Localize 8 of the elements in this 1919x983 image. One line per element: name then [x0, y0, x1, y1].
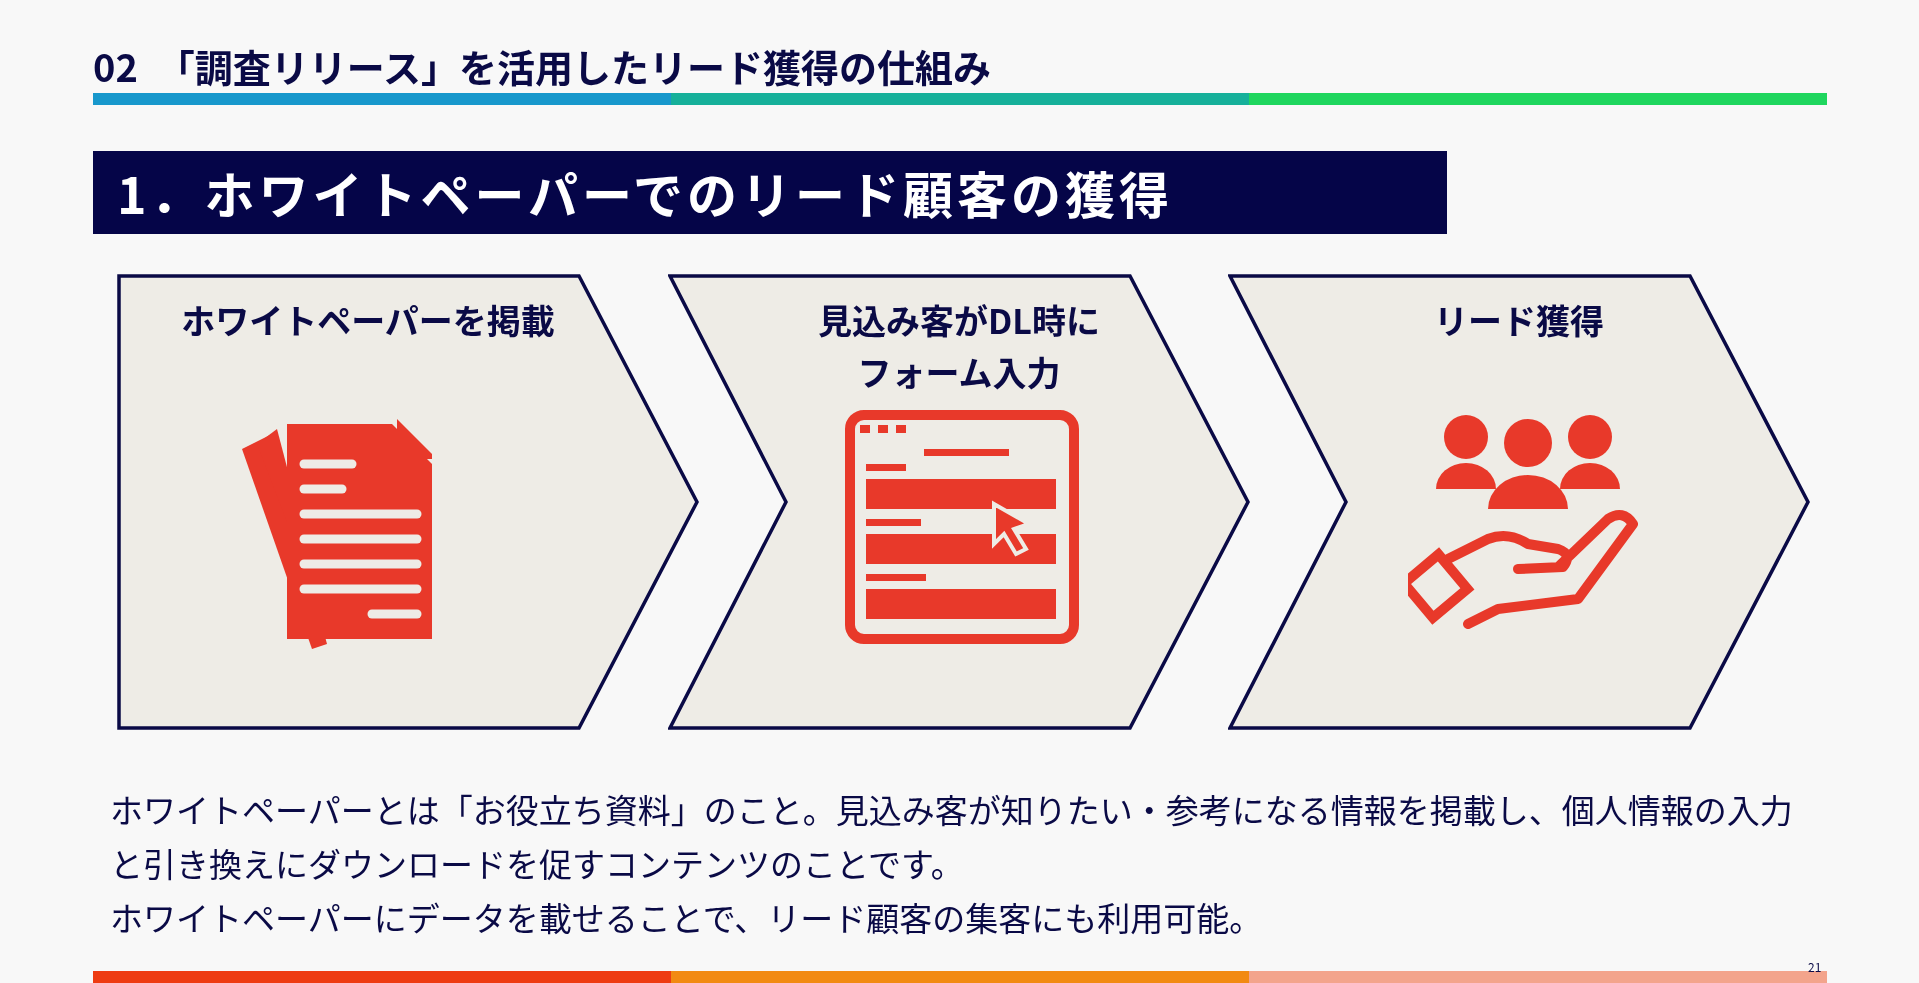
- page-number: 21: [1808, 958, 1822, 975]
- step-label: 見込み客がDL時にフォーム入力: [817, 294, 1101, 398]
- step-label: リード獲得: [1433, 294, 1605, 346]
- paragraph: ホワイトペーパーにデータを載せることで、リード顧客の集客にも利用可能。: [110, 892, 1264, 943]
- section-heading: 1．ホワイトペーパーでのリード顧客の獲得: [93, 151, 1447, 234]
- title: 02 「調査リリース」を活用したリード獲得の仕組み: [93, 38, 991, 93]
- paragraph: ホワイトペーパーとは「お役立ち資料」のこと。見込み客が知りたい・参考になる情報を掲載し、個人情報の入力と引き換えにダウンロードを促すコンテンツのことです。: [110, 784, 1794, 889]
- step-label: ホワイトペーパーを掲載: [180, 294, 556, 346]
